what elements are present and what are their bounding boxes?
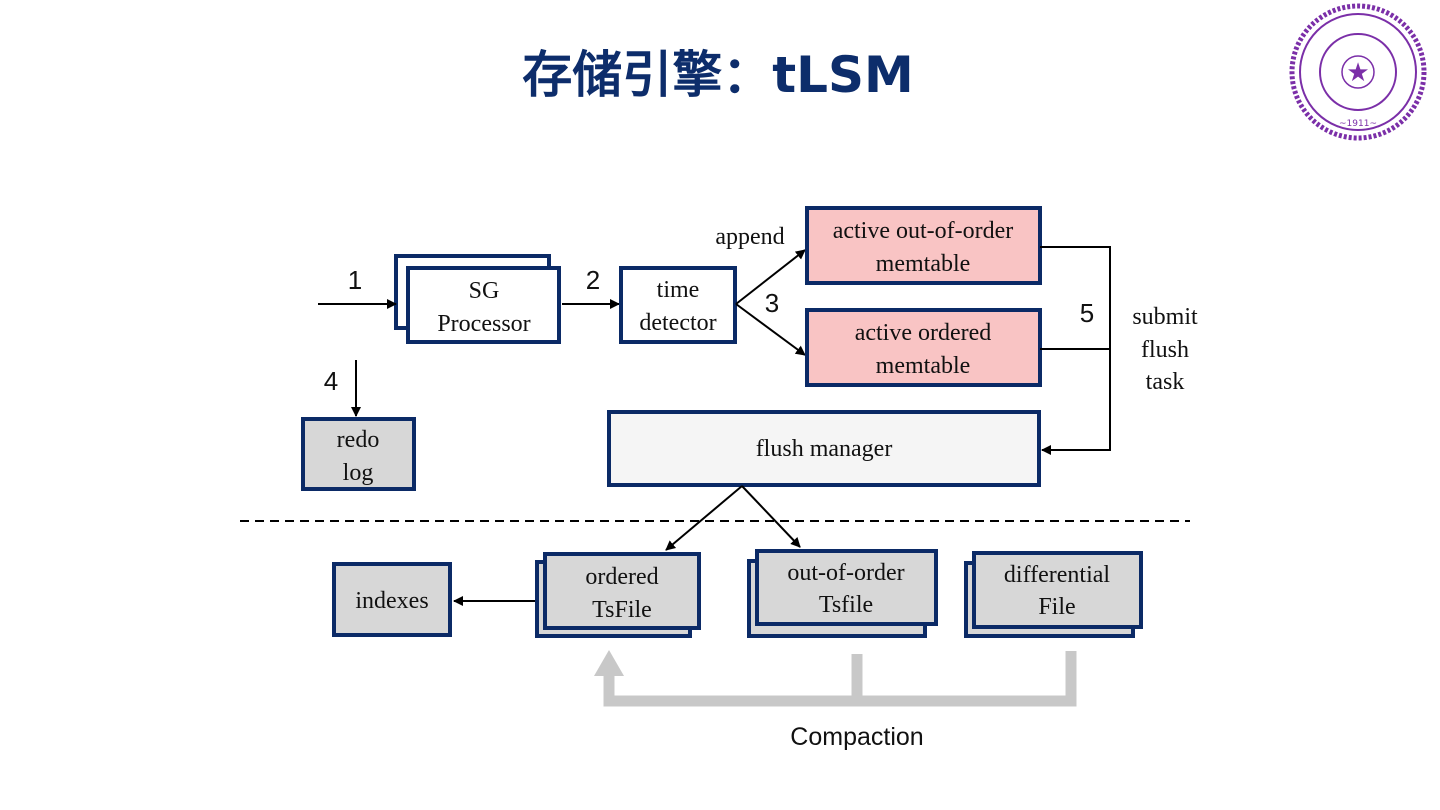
indexes-node: indexes bbox=[332, 562, 452, 637]
step-2: 2 bbox=[586, 265, 600, 295]
td-label-1: time bbox=[657, 277, 700, 303]
arrow-to-ordered bbox=[735, 303, 806, 356]
page-title: 存储引擎：tLSM bbox=[522, 46, 914, 104]
submit-connector bbox=[1040, 246, 1111, 455]
arrow-to-ooo bbox=[735, 249, 806, 305]
ord-label-1: active ordered bbox=[855, 320, 992, 346]
ord-label-2: memtable bbox=[876, 353, 971, 379]
ordered-memtable-node: active ordered memtable bbox=[805, 308, 1042, 387]
compaction-arrowhead bbox=[594, 650, 624, 676]
append-label: append bbox=[715, 224, 784, 250]
ordered-tsfile-node: ordered TsFile bbox=[535, 552, 701, 638]
step-3: 3 bbox=[765, 288, 779, 318]
redo-label-1: redo bbox=[337, 427, 380, 453]
ootf-label-1: out-of-order bbox=[787, 560, 904, 586]
ooo-label-2: memtable bbox=[876, 251, 971, 277]
sg-processor-node: SG Processor bbox=[394, 254, 561, 344]
arrow-to-ooo-tsfile bbox=[741, 485, 801, 548]
step-5: 5 bbox=[1080, 298, 1094, 328]
diff-label-2: File bbox=[1038, 594, 1075, 620]
svg-text:★: ★ bbox=[1346, 58, 1369, 88]
redo-label-2: log bbox=[343, 460, 374, 486]
diff-label-1: differential bbox=[1004, 562, 1111, 588]
step-4: 4 bbox=[324, 366, 338, 396]
differential-file-node: differential File bbox=[964, 551, 1143, 638]
tsinghua-logo: ★ ~1911~ bbox=[1289, 3, 1427, 141]
step-1: 1 bbox=[348, 265, 362, 295]
submit-label-3: task bbox=[1146, 369, 1185, 395]
flush-label: flush manager bbox=[756, 436, 893, 462]
td-label-2: detector bbox=[639, 310, 716, 336]
compaction-flow bbox=[603, 651, 1077, 707]
indexes-label: indexes bbox=[355, 588, 428, 614]
ooo-memtable-node: active out-of-order memtable bbox=[805, 206, 1042, 285]
sg-label: SG bbox=[469, 278, 500, 304]
flush-manager-node: flush manager bbox=[607, 410, 1041, 487]
ooo-tsfile-node: out-of-order Tsfile bbox=[747, 549, 938, 638]
submit-label-2: flush bbox=[1141, 337, 1189, 363]
ootf-label-2: Tsfile bbox=[819, 592, 873, 618]
otf-label-2: TsFile bbox=[592, 597, 652, 623]
arrow-to-ordered-tsfile bbox=[665, 485, 743, 551]
redo-log-node: redo log bbox=[301, 417, 416, 491]
svg-text:~1911~: ~1911~ bbox=[1339, 119, 1377, 129]
compaction-label: Compaction bbox=[790, 723, 923, 751]
otf-label-1: ordered bbox=[585, 564, 658, 590]
time-detector-node: time detector bbox=[619, 266, 737, 344]
submit-label-1: submit bbox=[1132, 304, 1198, 330]
ooo-label-1: active out-of-order bbox=[833, 218, 1014, 244]
processor-label: Processor bbox=[437, 311, 530, 337]
